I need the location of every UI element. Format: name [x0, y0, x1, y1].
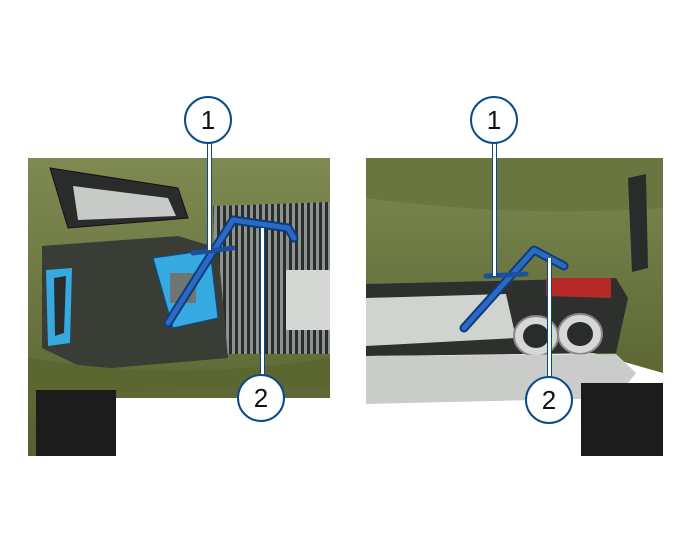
front-bumper-view: [28, 158, 330, 456]
rear-tire: [581, 383, 663, 456]
towing-eye-tool: [461, 247, 567, 331]
exhaust-tip-left-inner: [523, 324, 549, 348]
headlight-lens: [73, 186, 176, 220]
rear-bumper-view: [366, 158, 663, 456]
license-plate-area: [286, 270, 330, 330]
front-tire: [36, 390, 116, 456]
ground-area: [116, 398, 330, 456]
callout-left-1: 1: [184, 96, 232, 144]
side-vent: [54, 276, 66, 336]
exhaust-tip-right-inner: [567, 322, 593, 346]
leader-line-right-1: [492, 140, 497, 276]
front-bumper-illustration: [28, 158, 330, 456]
trunk-lid: [366, 158, 663, 212]
rear-reflector: [546, 278, 611, 298]
callout-right-1: 1: [470, 96, 518, 144]
rear-side-vent: [628, 174, 648, 272]
leader-line-left-2: [260, 228, 265, 376]
towing-eye-tool: [165, 217, 297, 326]
callout-right-2: 2: [525, 376, 573, 424]
rear-bumper-illustration: [366, 158, 663, 456]
leader-line-right-2: [547, 258, 552, 378]
towing-eye-tool-crossbar: [190, 245, 236, 256]
callout-left-2: 2: [237, 374, 285, 422]
leader-line-left-1: [207, 140, 212, 250]
